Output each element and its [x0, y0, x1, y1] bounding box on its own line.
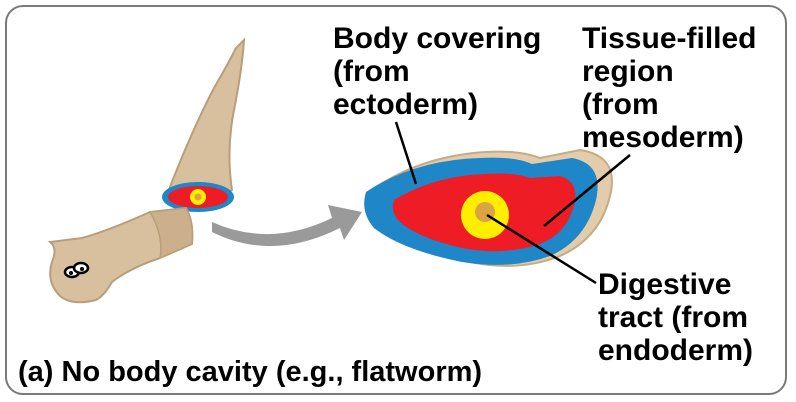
worm-tail-piece: [168, 40, 244, 198]
small-cross-section-lumen: [195, 194, 202, 201]
label-digestive-tract: Digestive tract (from endoderm): [598, 268, 753, 367]
figure-caption: (a) No body cavity (e.g., flatworm): [18, 356, 482, 388]
zoom-arrow-icon: [212, 205, 362, 246]
label-body-covering: Body covering (from ectoderm): [333, 22, 541, 121]
label-tissue-filled-region: Tissue-filled region (from mesoderm): [582, 22, 757, 154]
